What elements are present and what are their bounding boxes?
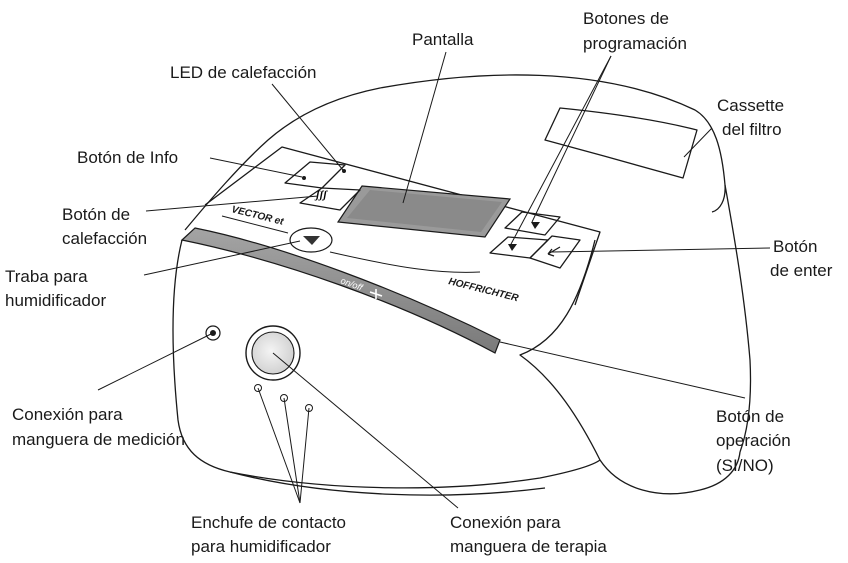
label-boton-operacion-1: Botón de [716,407,784,426]
labels: Pantalla Botones de programación LED de … [5,9,833,556]
device-top-outline [184,74,726,231]
leader-measurement [97,332,214,391]
leader-therapy [272,352,459,509]
leader-prog-up [531,55,612,223]
leader-enter [551,247,771,253]
leader-socket-1 [257,387,301,504]
leader-socket-3 [299,407,310,504]
label-boton-operacion-3: (SI/NO) [716,456,774,475]
label-cassette-1: Cassette [717,96,784,115]
enter-button[interactable] [529,235,581,269]
label-conexion-medicion-1: Conexión para [12,405,123,424]
arrow-down-icon [508,244,517,251]
label-conexion-medicion-2: manguera de medición [12,430,185,449]
operation-band[interactable] [180,227,501,354]
label-boton-enter-1: Botón [773,237,817,256]
label-led-calefaccion: LED de calefacción [170,63,316,82]
leader-lines [97,51,771,509]
leader-socket-2 [283,397,301,504]
heating-button[interactable] [299,187,361,211]
control-panel [204,146,601,306]
model-underline [221,215,289,234]
device-right-back-edge [724,184,752,453]
display-screen-inner [347,190,502,232]
program-button-down[interactable] [489,236,549,259]
label-enchufe-1: Enchufe de contacto [191,513,346,532]
leader-pantalla [402,51,447,204]
leader-info [209,157,303,178]
lock-symbol-icon [303,236,320,245]
power-symbol-icon [369,289,383,299]
device-bottom-edge [229,471,546,496]
label-boton-calefaccion-1: Botón de [62,205,130,224]
leader-lock [143,240,301,276]
device-body: ʃʃʃ VECTOR et HOFFRICHTER on/off [172,74,752,496]
panel-line [329,251,481,273]
brand-name: HOFFRICHTER [447,276,520,304]
label-conexion-terapia-1: Conexión para [450,513,561,532]
label-cassette-2: del filtro [722,120,782,139]
label-boton-info: Botón de Info [77,148,178,167]
label-boton-operacion-2: operación [716,431,791,450]
label-botones-prog-1: Botones de [583,9,669,28]
leader-cassette [683,127,713,158]
arrow-up-icon [531,222,540,229]
label-traba-2: humidificador [5,291,106,310]
heating-symbol-icon: ʃʃʃ [314,189,328,201]
leader-prog-down [509,55,612,247]
enter-arrow-icon [547,246,561,257]
program-button-up[interactable] [504,211,561,236]
leader-operation [499,341,746,399]
model-name: VECTOR et [230,204,285,228]
label-pantalla: Pantalla [412,30,474,49]
label-boton-calefaccion-2: calefacción [62,229,147,248]
device-front-outline [172,239,601,489]
label-botones-prog-2: programación [583,34,687,53]
leader-led [271,83,344,171]
device-right-side [519,239,741,495]
label-enchufe-2: para humidificador [191,537,331,556]
info-button[interactable] [284,161,346,189]
leader-heating [145,195,319,212]
filter-cassette [544,107,698,179]
label-traba-1: Traba para [5,267,88,286]
info-indicator-icon [302,176,306,180]
label-boton-enter-2: de enter [770,261,833,280]
label-conexion-terapia-2: manguera de terapia [450,537,607,556]
